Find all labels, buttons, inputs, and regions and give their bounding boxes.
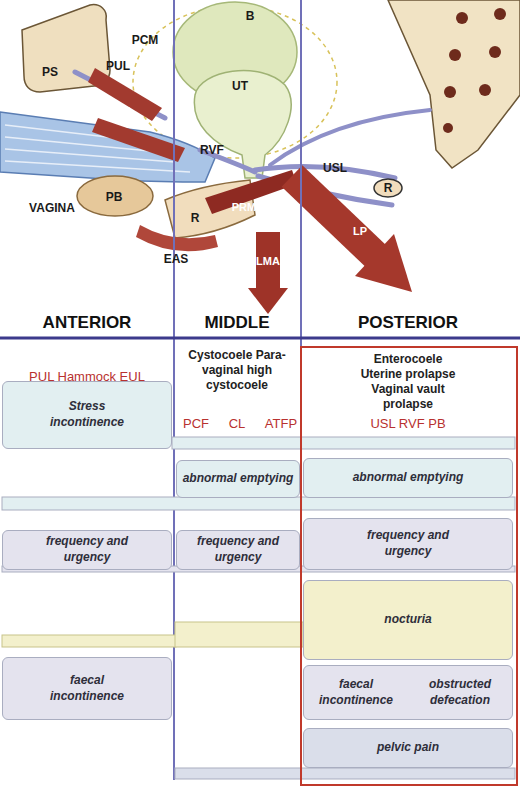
muscle xyxy=(88,68,162,121)
part-label: USL xyxy=(323,161,347,176)
sacral-foramen xyxy=(456,12,468,24)
column-heading: ANTERIOR xyxy=(43,312,132,333)
symptom-text: Stress incontinence xyxy=(37,399,137,430)
band-strip xyxy=(2,497,515,510)
muscle xyxy=(205,170,297,214)
part-label: PB xyxy=(106,190,123,205)
symptom-text: faecal incontinence xyxy=(42,673,132,704)
structure-list: CL xyxy=(229,416,246,432)
part-label: LMA xyxy=(256,255,280,269)
symptom-box: Stress incontinence xyxy=(2,381,172,449)
ligament xyxy=(270,110,430,165)
symptom-box: faecal incontinence obstructed defecation xyxy=(303,665,513,720)
structure-list: PUL Hammock EUL xyxy=(29,369,145,385)
column-outline xyxy=(301,347,517,785)
muscle-arrow xyxy=(355,234,412,292)
part-label: PCM xyxy=(132,33,159,48)
part-label: PCM xyxy=(106,105,130,119)
symptom-box: abnormal emptying xyxy=(176,460,300,498)
muscle xyxy=(92,118,185,162)
part-label: PRM xyxy=(232,201,256,215)
symptom-text: faecal incontinence xyxy=(310,677,402,708)
part-label: LP xyxy=(353,225,367,239)
sacrum xyxy=(388,0,520,168)
column-heading: MIDDLE xyxy=(204,312,269,333)
muscle xyxy=(136,225,218,251)
symptom-text: nocturia xyxy=(384,612,431,628)
condition-list: Cystocoele Para-vaginal high cystocoele xyxy=(182,348,292,393)
structure-list: ATFP xyxy=(265,416,297,432)
part-label: RVF xyxy=(200,143,224,158)
symptom-box: frequency and urgency xyxy=(176,530,300,570)
sacral-foramen xyxy=(443,123,453,133)
part-label: B xyxy=(246,9,255,24)
part-label: R xyxy=(384,181,393,196)
column-heading: POSTERIOR xyxy=(358,312,458,333)
column-divider xyxy=(173,0,175,780)
band-strip xyxy=(175,768,515,779)
muscle-arrow xyxy=(248,288,288,314)
part-label: PS xyxy=(42,65,58,80)
symptom-text: frequency and urgency xyxy=(352,528,464,559)
symptom-box: frequency and urgency xyxy=(303,518,513,570)
sacral-foramen xyxy=(449,49,461,61)
symptom-box: faecal incontinence xyxy=(2,657,172,720)
symptom-text: frequency and urgency xyxy=(31,534,143,565)
structure-list: PCF xyxy=(183,416,209,432)
symptom-box: frequency and urgency xyxy=(2,530,172,570)
symptom-box: pelvic pain xyxy=(303,728,513,768)
part-label: R xyxy=(191,211,200,226)
vagina xyxy=(0,112,215,182)
sacral-foramen xyxy=(494,8,506,20)
part-label: PUL xyxy=(106,59,130,74)
symptom-text: pelvic pain xyxy=(377,740,439,756)
sacral-foramen xyxy=(489,46,501,58)
condition-list: Enterocoele Uterine prolapse Vaginal vau… xyxy=(352,352,464,412)
muscle-arrow xyxy=(256,232,280,290)
symptom-box: abnormal emptying xyxy=(303,458,513,498)
structure-list: USL RVF PB xyxy=(370,416,445,432)
perineal-body xyxy=(77,176,153,216)
band-strip xyxy=(172,437,515,449)
band-strip xyxy=(175,622,303,647)
symptom-text: abnormal emptying xyxy=(183,471,294,487)
symptom-text: abnormal emptying xyxy=(353,470,464,486)
part-label: UT xyxy=(232,79,248,94)
band-strip xyxy=(2,635,176,647)
part-label: VAGINA xyxy=(29,201,75,216)
symptom-text: obstructed defecation xyxy=(414,677,506,708)
symptom-box: nocturia xyxy=(303,580,513,660)
sacral-foramen xyxy=(479,84,491,96)
muscle-arrow xyxy=(292,176,380,260)
sacral-foramen xyxy=(444,86,456,98)
rectum xyxy=(374,179,402,197)
symptom-text: frequency and urgency xyxy=(182,534,294,565)
header-rule xyxy=(0,337,520,340)
part-label: EAS xyxy=(164,252,189,267)
